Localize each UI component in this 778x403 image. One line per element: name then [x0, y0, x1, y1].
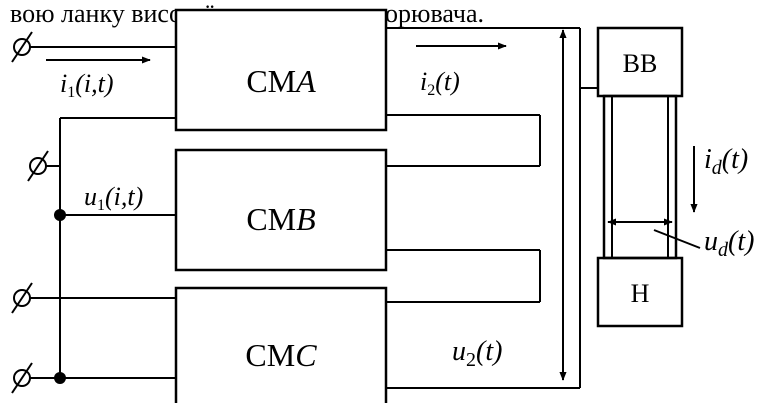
block-cmb: [174, 148, 388, 272]
block-cmc: [174, 286, 388, 403]
label-u1: u1(i,t): [84, 182, 143, 214]
input-terminal-2: [27, 150, 49, 182]
label-ud: ud(t): [704, 226, 754, 261]
block-cma-label: CMA: [246, 63, 316, 99]
block-h-label: H: [631, 279, 650, 308]
label-i1: i1(i,t): [60, 69, 114, 101]
input-terminal-1: [11, 31, 33, 63]
input-terminal-4: [11, 362, 33, 394]
input-terminal-3: [11, 282, 33, 314]
input-wiring: [30, 46, 176, 379]
block-cmb-label: CMB: [246, 201, 315, 237]
block-bb: [596, 26, 684, 98]
load-element-inner: [611, 95, 669, 259]
label-i2: i2(t): [420, 67, 460, 99]
block-h: [596, 256, 684, 328]
block-cma: [174, 8, 388, 132]
junction-dot-1: [54, 209, 66, 221]
label-id: id(t): [704, 144, 748, 179]
ud-leader: [653, 229, 701, 249]
block-cmc-label: CMC: [245, 337, 317, 373]
output-wiring: [386, 27, 598, 389]
junction-dot-2: [54, 372, 66, 384]
label-u2: u2(t): [452, 336, 502, 371]
block-bb-label: BB: [623, 49, 658, 78]
